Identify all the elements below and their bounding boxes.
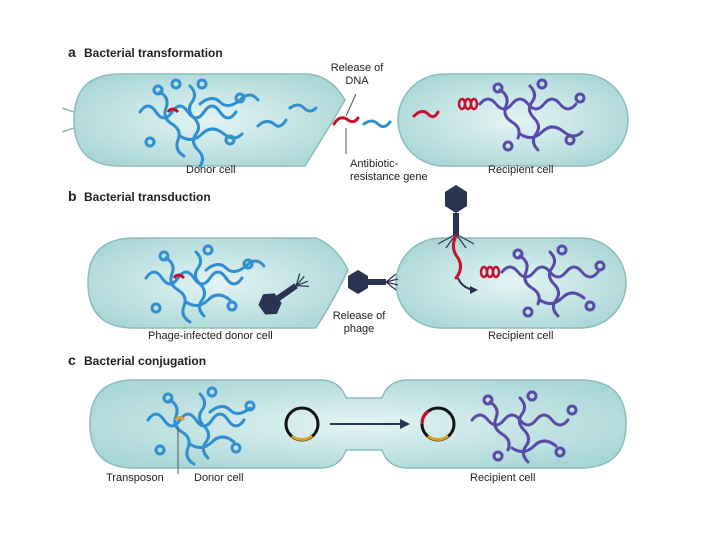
panel-a-donor-cell [73,73,346,167]
dna-fragment [288,103,318,113]
panel-b-release-label-line1: Release of [332,310,386,322]
panel-b-recipient-label: Recipient cell [488,330,554,342]
panel-b-release-label: Release of phage [324,310,394,336]
panel-a-letter: a [68,44,76,60]
phage-inside-donor [258,273,310,315]
panel-a-release-label: Release of DNA [322,62,392,88]
released-resistance-gene [332,116,360,126]
transfer-arrowhead [400,419,410,429]
panel-c-graphics [89,379,627,474]
phage-infecting-recipient [437,185,475,249]
panel-c-title: Bacterial conjugation [84,354,207,368]
panel-b-recipient-integrated-gene [479,265,501,279]
panel-a-release-label-line2: DNA [345,75,369,87]
panel-a-recipient-label: Recipient cell [488,164,554,176]
panel-a-resistance-gene-donor [166,107,180,114]
panel-a-recipient-chromosome [478,78,586,152]
panel-a-gene-label-line1: Antibiotic- [350,158,399,170]
injected-dna [451,234,463,280]
panel-b-recipient-cell [395,237,627,329]
panel-a-release-label-line1: Release of [330,62,384,74]
panel-a-graphics [61,73,629,168]
panel-a-donor-label: Donor cell [186,164,236,176]
panel-b-letter: b [68,188,77,204]
transposon [174,416,186,422]
panel-c-recipient-chromosome [470,390,578,464]
panel-a-recipient-integrated-gene [457,97,479,111]
panel-b-donor-label: Phage-infected donor cell [148,330,273,342]
panel-b-recipient-chromosome [500,244,606,318]
panel-b-graphics [87,185,627,329]
panel-b-donor-chromosome [144,244,266,324]
panel-b-release-label-line2: phage [343,323,375,335]
donor-plasmid [284,406,320,442]
phage-released [348,270,399,294]
panel-c-donor-label: Donor cell [194,472,244,484]
panel-b-title: Bacterial transduction [84,190,211,204]
panel-c-letter: c [68,352,76,368]
panel-c-donor-chromosome [146,386,256,466]
panel-c-transposon-label: Transposon [106,472,164,484]
panel-a-title: Bacterial transformation [84,46,223,60]
panel-a-gene-label: Antibiotic- resistance gene [350,158,460,184]
incoming-resistance-gene [412,109,440,119]
recipient-plasmid [420,406,456,442]
panel-b-donor-cell [87,237,349,329]
panel-b-arrowhead [470,286,478,294]
panel-a-gene-label-line2: resistance gene [350,171,428,183]
panel-a-recipient-cell [397,73,629,167]
panel-c-recipient-label: Recipient cell [470,472,536,484]
panel-b-resistance-gene-donor [172,273,186,280]
dna-fragment [256,118,288,128]
dna-fragment [362,119,392,129]
panel-a-donor-chromosome [138,78,260,168]
